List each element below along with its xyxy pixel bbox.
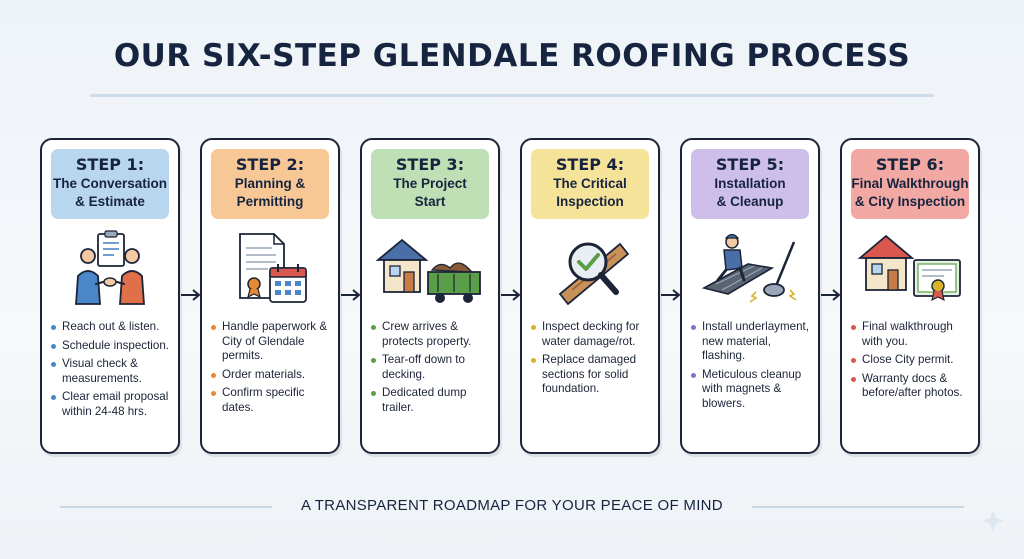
handshake-icon — [75, 230, 145, 305]
bullet-text: Reach out & listen. — [62, 320, 160, 333]
footer-divider-left — [60, 506, 272, 508]
house-dumpster-icon — [375, 238, 481, 303]
arrow-right-icon — [661, 289, 681, 301]
bullet-text: Tear-off down to decking. — [382, 353, 465, 381]
step-card-6: STEP 6: Final Walkthrough & City Inspect… — [840, 138, 980, 454]
bullet-dot — [531, 325, 536, 330]
bullet-text: Close City permit. — [862, 353, 954, 367]
step-number: STEP 1: — [75, 155, 145, 174]
step-name-line2: Start — [414, 194, 446, 209]
bullet-item: Close City permit. — [850, 353, 976, 368]
bullet-item: Dedicated dump trailer. — [370, 386, 496, 415]
bullet-dot — [211, 372, 216, 378]
bullet-item: Replace damaged sections for solid found… — [530, 353, 656, 397]
bullet-text: Visual check & measurements. — [62, 357, 142, 385]
permit-calendar-icon — [239, 233, 307, 303]
step-badge: STEP 4: The Critical Inspection — [531, 149, 649, 219]
step-name-line2: Permitting — [236, 194, 304, 209]
bullet-item: Handle paperwork & City of Glendale perm… — [210, 320, 336, 364]
step-name-line1: The Conversation — [52, 176, 168, 191]
bullet-text: Clear email proposal within 24-48 hrs. — [62, 390, 169, 418]
step-number: STEP 3: — [395, 155, 465, 174]
bullet-text: Replace damaged sections for solid found… — [542, 353, 637, 396]
bullet-text: Confirm specific dates. — [222, 386, 305, 414]
arrow-right-icon — [341, 289, 361, 301]
bullet-item: Final walkthrough with you. — [850, 320, 976, 349]
step-badge: STEP 2: Planning & Permitting — [211, 149, 329, 219]
bullet-dot — [51, 325, 56, 330]
step-name-line1: Final Walkthrough — [851, 176, 969, 191]
bullet-dot — [371, 358, 376, 364]
bullet-text: Inspect decking for water damage/rot. — [542, 320, 640, 348]
step-badge: STEP 3: The Project Start — [371, 149, 489, 219]
bullet-item: Meticulous cleanup with magnets & blower… — [690, 368, 816, 412]
bullet-item: Order materials. — [210, 368, 336, 383]
bullet-dot — [51, 362, 56, 368]
bullet-text: Dedicated dump trailer. — [382, 386, 467, 414]
bullet-item: Schedule inspection. — [50, 339, 176, 354]
page-title: OUR SIX-STEP GLENDALE ROOFING PROCESS — [113, 38, 911, 74]
bullet-text: Crew arrives & protects property. — [382, 320, 472, 348]
bullet-text: Order materials. — [222, 367, 306, 381]
magnifier-check-icon — [558, 242, 630, 306]
step-badge: STEP 1: The Conversation & Estimate — [51, 149, 169, 219]
step-number: STEP 2: — [235, 155, 305, 174]
arrow-right-icon — [821, 289, 841, 301]
bullet-dot — [211, 391, 216, 397]
footer-divider-right — [752, 506, 964, 508]
bullet-dot — [691, 325, 696, 330]
step-name-line1: Planning & — [234, 176, 306, 191]
bullet-item: Inspect decking for water damage/rot. — [530, 320, 656, 349]
bullet-text: Handle paperwork & City of Glendale perm… — [222, 320, 328, 363]
bullet-dot — [371, 391, 376, 397]
bullet-item: Tear-off down to decking. — [370, 353, 496, 382]
bullet-text: Schedule inspection. — [62, 338, 169, 352]
bullet-item: Warranty docs & before/after photos. — [850, 372, 976, 401]
bullet-item: Confirm specific dates. — [210, 386, 336, 415]
step-name-line1: Installation — [714, 176, 786, 191]
bullet-dot — [691, 372, 696, 378]
step-name-line2: & Estimate — [75, 194, 145, 209]
step-name-line2: & City Inspection — [854, 194, 966, 209]
bullet-text: Warranty docs & before/after photos. — [862, 371, 963, 400]
step-name-line1: The Project — [393, 176, 467, 191]
step-card-2: STEP 2: Planning & Permitting Handle pap… — [200, 138, 340, 454]
step-card-5: STEP 5: Installation & Cleanup Install u… — [680, 138, 820, 454]
bullet-item: Reach out & listen. — [50, 320, 176, 335]
step-badge: STEP 5: Installation & Cleanup — [691, 149, 809, 219]
arrow-right-icon — [181, 289, 201, 301]
bullet-dot — [851, 358, 856, 364]
step-card-4: STEP 4: The Critical Inspection Inspect … — [520, 138, 660, 454]
bullet-item: Crew arrives & protects property. — [370, 320, 496, 349]
title-divider — [90, 94, 934, 97]
step-number: STEP 6: — [875, 155, 945, 174]
bullet-dot — [371, 325, 376, 330]
bullet-text: Meticulous cleanup with magnets & blower… — [702, 367, 802, 410]
step-name-line1: The Critical — [553, 176, 627, 191]
step-card-1: STEP 1: The Conversation & Estimate Reac… — [40, 138, 180, 454]
bullet-dot — [851, 325, 856, 330]
bullet-item: Clear email proposal within 24-48 hrs. — [50, 390, 176, 419]
roofer-magnet-icon — [701, 233, 797, 303]
bullet-text: Install underlayment, new material, flas… — [702, 320, 809, 363]
footer-tagline: A TRANSPARENT ROADMAP FOR YOUR PEACE OF … — [301, 497, 723, 514]
bullet-item: Install underlayment, new material, flas… — [690, 320, 816, 364]
sparkle-icon — [982, 510, 1004, 532]
step-number: STEP 5: — [715, 155, 785, 174]
bullet-dot — [51, 395, 56, 401]
bullet-dot — [211, 325, 216, 330]
step-card-3: STEP 3: The Project Start Crew arrives &… — [360, 138, 500, 454]
house-certificate-icon — [857, 234, 961, 302]
bullet-dot — [51, 343, 56, 349]
arrow-right-icon — [501, 289, 521, 301]
step-name-line2: Inspection — [556, 194, 624, 209]
bullet-dot — [531, 358, 536, 364]
step-number: STEP 4: — [555, 155, 625, 174]
bullet-dot — [851, 376, 856, 382]
step-name-line2: & Cleanup — [716, 194, 784, 209]
step-badge: STEP 6: Final Walkthrough & City Inspect… — [851, 149, 969, 219]
bullet-text: Final walkthrough with you. — [862, 320, 953, 348]
bullet-item: Visual check & measurements. — [50, 357, 176, 386]
